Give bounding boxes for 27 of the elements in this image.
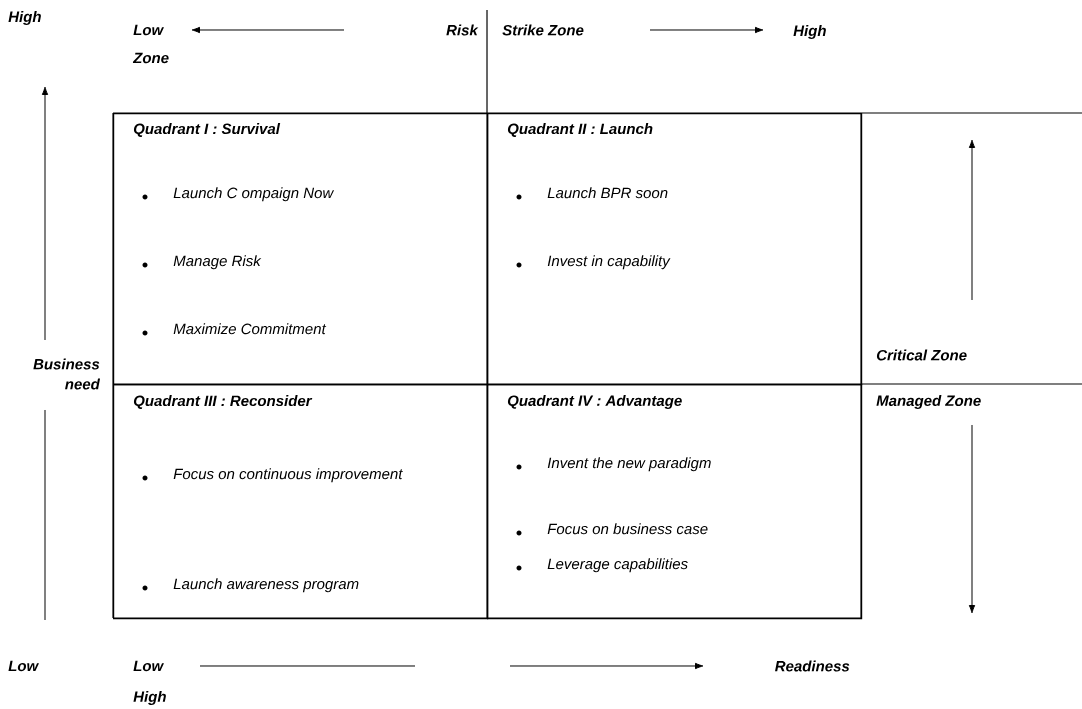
bullet-item: Launch awareness program (142, 578, 359, 593)
axis-label: High (8, 11, 41, 25)
axis-label: High (793, 25, 826, 39)
bullet-item: Manage Risk (142, 255, 262, 270)
bullet-item: Launch C ompaign Now (142, 187, 335, 202)
axis-label: Critical Zone (876, 349, 967, 361)
bullet-item: Focus on continuous improvement (142, 468, 403, 483)
bullet-item: Invent the new paradigm (516, 457, 711, 472)
bullet-item: Focus on business case (516, 523, 708, 536)
bullet-item: Maximize Commitment (142, 323, 327, 336)
bullet-item: Invest in capability (516, 255, 671, 270)
quadrant-heading: Quadrant IV : Advantage (507, 395, 682, 409)
axis-label: Strike Zone (502, 24, 584, 36)
quadrant-heading: Quadrant I : Survival (133, 123, 281, 137)
quadrant-heading: Quadrant III : Reconsider (133, 395, 313, 409)
axis-label: Managed Zone (876, 395, 981, 409)
axis-label: Zone (132, 52, 169, 64)
axis-label: High (133, 691, 166, 705)
axis-label: Low (133, 660, 164, 672)
axis-label: Readiness (775, 660, 850, 672)
axis-label: Business need (33, 358, 101, 390)
quadrant-heading: Quadrant II : Launch (507, 123, 653, 137)
axis-label: Low (8, 660, 39, 672)
bullet-item: Leverage capabilities (516, 558, 688, 573)
axis-label: Risk (446, 24, 479, 36)
axis-label: Low (133, 24, 164, 36)
bullet-item: Launch BPR soon (516, 187, 668, 200)
